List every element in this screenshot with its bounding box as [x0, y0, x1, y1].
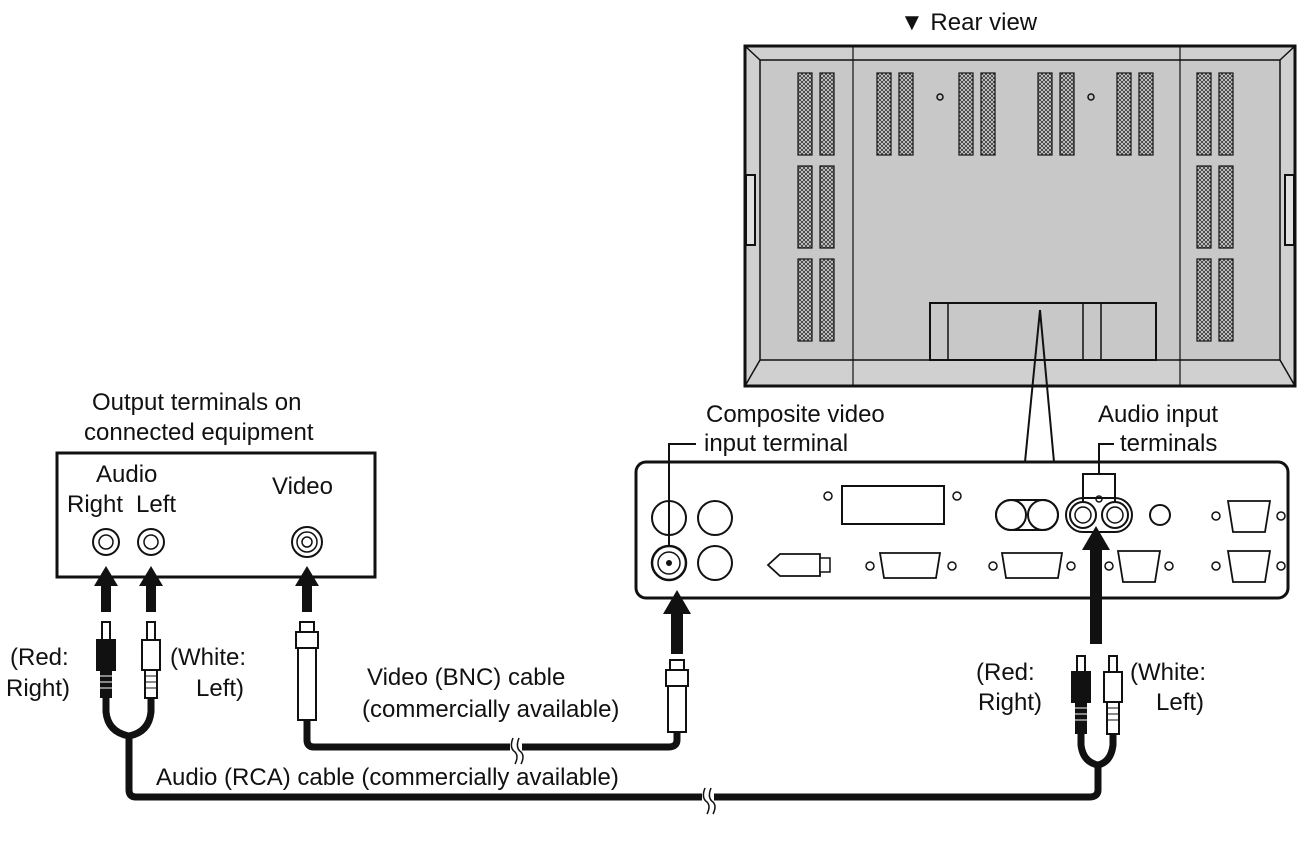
audio-cable-label: Audio (RCA) cable (commercially availabl… — [156, 764, 619, 791]
right-white-label-1: (White: — [1130, 659, 1206, 686]
audio-cable-right-r — [1077, 733, 1099, 769]
rear-view-label: ▼ Rear view — [900, 9, 1038, 36]
composite-video-label-1: Composite video — [706, 401, 885, 428]
video-cable-label-2: (commercially available) — [362, 696, 619, 723]
rca-plug-red-right — [1071, 655, 1091, 734]
connection-arrows — [94, 526, 1110, 654]
audio-input-leader — [1098, 443, 1114, 474]
audio-input-label-1: Audio input — [1098, 401, 1218, 428]
right-red-label-2: Right) — [978, 689, 1042, 716]
rca-plug-red-left — [96, 621, 116, 698]
equipment-title-2: connected equipment — [84, 419, 314, 446]
equipment-left-label: Left — [136, 491, 176, 518]
rca-plug-white-left — [141, 621, 161, 699]
audio-cable-main-right — [714, 765, 1102, 801]
audio-out-right-jack — [92, 528, 120, 556]
bnc-plug-right — [665, 659, 689, 733]
equipment-title-1: Output terminals on — [92, 389, 301, 416]
audio-cable-left-r — [102, 697, 130, 740]
equipment-box — [55, 451, 377, 579]
rca-plug-white-right — [1103, 655, 1123, 735]
display-rear-panel — [743, 44, 1297, 388]
terminal-panel — [634, 460, 1290, 600]
arrow-audio-left — [139, 566, 163, 612]
audio-input-jacks — [1065, 495, 1133, 533]
left-red-label-1: (Red: — [10, 644, 69, 671]
zoom-callout — [1024, 309, 1055, 463]
equipment-video-label: Video — [272, 473, 333, 500]
left-red-label-2: Right) — [6, 675, 70, 702]
arrow-video-out — [295, 566, 319, 612]
audio-cable-left-l — [128, 697, 155, 740]
video-cable-label-1: Video (BNC) cable — [367, 664, 565, 691]
audio-out-left-jack — [137, 528, 165, 556]
left-white-label-1: (White: — [170, 644, 246, 671]
video-cable-left — [303, 718, 510, 751]
equipment-right-label: Right — [67, 491, 123, 518]
equipment-audio-label: Audio — [96, 461, 157, 488]
video-out-jack — [291, 526, 323, 558]
composite-video-input-jack — [650, 544, 688, 582]
arrow-audio-in — [1082, 526, 1110, 644]
audio-cable-right-l — [1096, 733, 1117, 769]
right-red-label-1: (Red: — [976, 659, 1035, 686]
audio-cable-main-left — [125, 736, 702, 801]
composite-leader-line — [668, 443, 696, 546]
bnc-plug-left — [295, 621, 319, 721]
audio-input-label-2: terminals — [1120, 430, 1217, 457]
arrow-audio-right — [94, 566, 118, 612]
right-white-label-2: Left) — [1156, 689, 1204, 716]
cable-break-marks — [510, 737, 716, 815]
left-white-label-2: Left) — [196, 675, 244, 702]
arrow-video-in — [663, 590, 691, 654]
composite-video-label-2: input terminal — [704, 430, 848, 457]
video-cable-right — [522, 730, 681, 751]
